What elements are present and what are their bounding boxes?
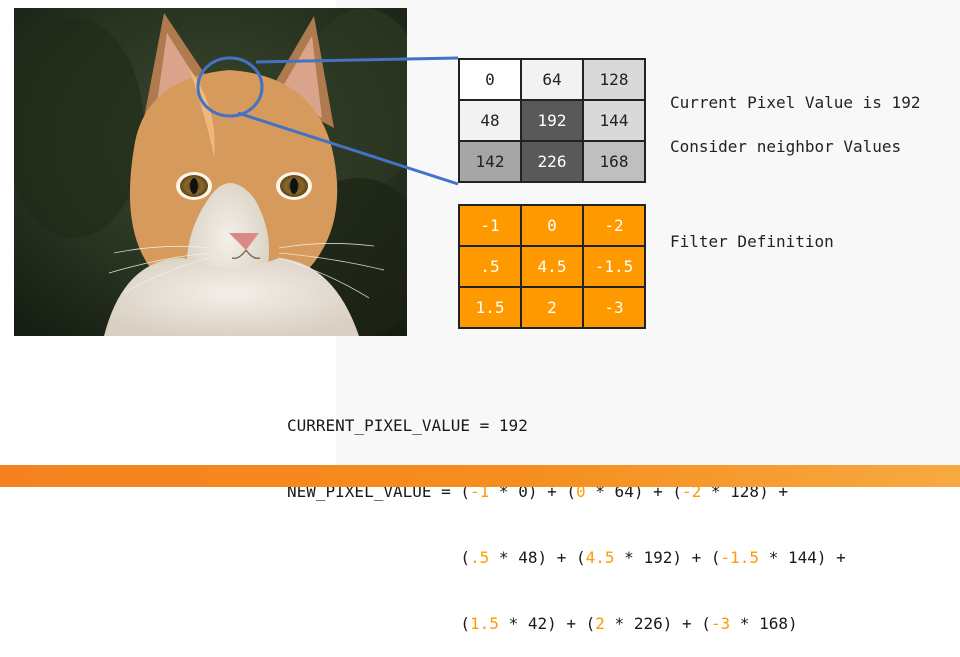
formula-line-current: CURRENT_PIXEL_VALUE = 192 (287, 416, 528, 435)
filter-cell: -3 (583, 287, 645, 328)
pixel-cell: 168 (583, 141, 645, 182)
filter-cell: -1.5 (583, 246, 645, 287)
filter-cell: -2 (583, 205, 645, 246)
formula-coefficient: 4.5 (585, 548, 615, 567)
filter-cell: .5 (459, 246, 521, 287)
pixel-cell: 142 (459, 141, 521, 182)
filter-cell: 1.5 (459, 287, 521, 328)
formula-term: * 144) (759, 548, 827, 567)
current-pixel-label: Current Pixel Value is 192 (670, 93, 921, 112)
pixel-cell: 128 (583, 59, 645, 100)
content-background (336, 0, 960, 465)
filter-cell: 0 (521, 205, 583, 246)
formula-term: * 48) (489, 548, 548, 567)
pixel-cell: 48 (459, 100, 521, 141)
formula-coefficient: .5 (470, 548, 490, 567)
pixel-cell: 144 (583, 100, 645, 141)
kitten-photo (14, 8, 407, 336)
pixel-cell: 0 (459, 59, 521, 100)
pixel-cell: 226 (521, 141, 583, 182)
formula-coefficient: 2 (595, 614, 605, 633)
footer-bar (0, 465, 960, 487)
formula-coefficient: 1.5 (470, 614, 499, 633)
formula-coefficient: -1.5 (720, 548, 760, 567)
filter-cell: -1 (459, 205, 521, 246)
formula-block: CURRENT_PIXEL_VALUE = 192 NEW_PIXEL_VALU… (287, 371, 846, 657)
filter-definition-label: Filter Definition (670, 232, 834, 251)
formula-line-continued: (1.5 * 42) + (2 * 226) + (-3 * 168) (460, 614, 798, 633)
formula-term: * 42) (498, 614, 557, 633)
formula-coefficient: -3 (710, 614, 731, 633)
formula-line-continued: (.5 * 48) + (4.5 * 192) + (-1.5 * 144) + (460, 548, 846, 567)
pixel-cell: 192 (521, 100, 583, 141)
formula-term: * 168) (730, 614, 798, 633)
formula-term: * 226) (604, 614, 673, 633)
pixel-cell: 64 (521, 59, 583, 100)
neighbor-values-label: Consider neighbor Values (670, 137, 902, 156)
filter-cell: 2 (521, 287, 583, 328)
formula-term: * 192) (614, 548, 682, 567)
filter-cell: 4.5 (521, 246, 583, 287)
